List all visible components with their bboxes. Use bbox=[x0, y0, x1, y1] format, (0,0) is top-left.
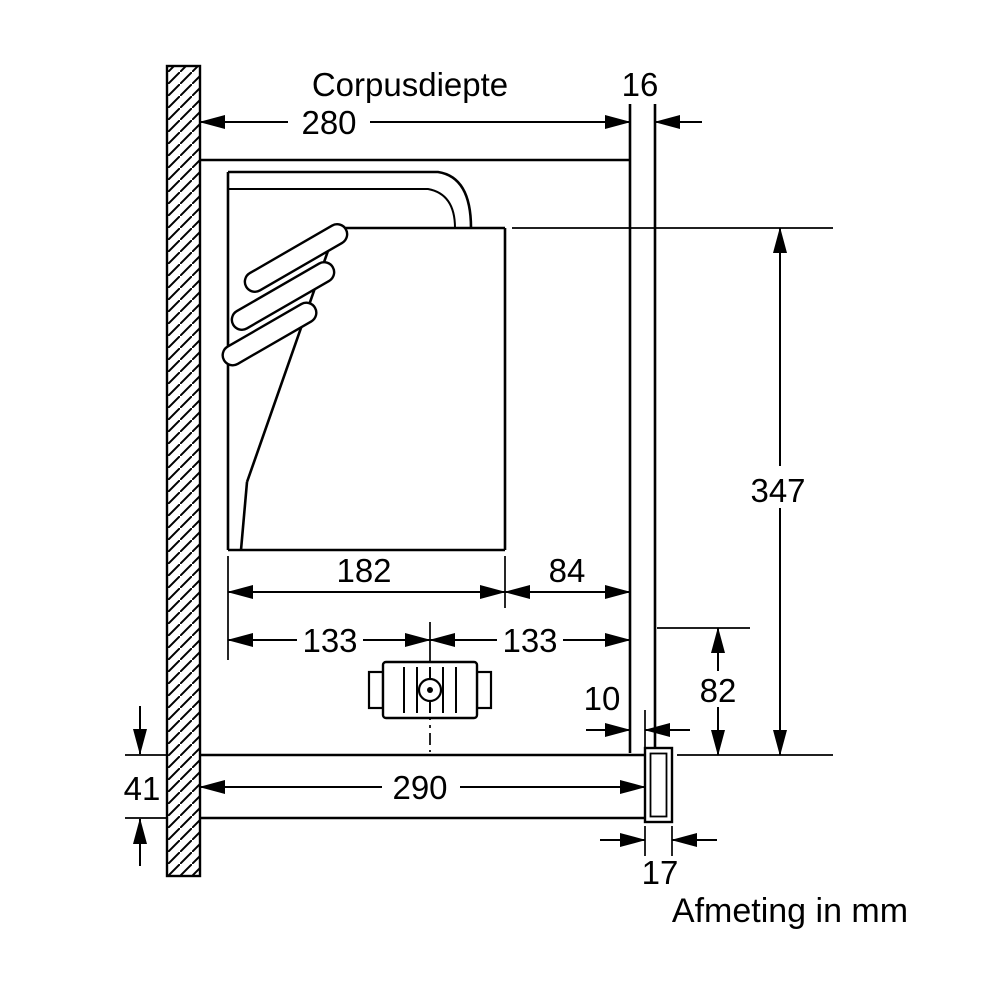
dim-347-value: 347 bbox=[750, 472, 805, 509]
visor-slat-1 bbox=[243, 223, 349, 293]
dim-17-value: 17 bbox=[642, 854, 679, 891]
visor-slats bbox=[221, 223, 349, 367]
dim-133-133: 133 133 bbox=[227, 621, 631, 659]
wall bbox=[165, 64, 202, 878]
visor-slat-3 bbox=[221, 301, 318, 367]
corpusdiepte-label: Corpusdiepte bbox=[312, 66, 508, 103]
handle-strip-inner bbox=[649, 752, 668, 818]
dim-82: 82 bbox=[657, 627, 750, 756]
dim-347-mask bbox=[742, 466, 816, 508]
duct-tab-right bbox=[475, 670, 493, 710]
dim-16-value: 16 bbox=[622, 66, 659, 103]
dim-133-right-value: 133 bbox=[502, 622, 557, 659]
duct-housing-inner bbox=[228, 188, 456, 229]
visor-slat-2 bbox=[230, 261, 336, 331]
dim-290: 290 bbox=[199, 768, 646, 806]
cabinet-outline bbox=[200, 104, 657, 753]
units-note: Afmeting in mm bbox=[672, 892, 908, 930]
dim-290-mask bbox=[382, 768, 460, 806]
dim-280-value: 280 bbox=[301, 104, 356, 141]
dim-290-value: 290 bbox=[392, 769, 447, 806]
dim-347: 347 bbox=[512, 227, 833, 756]
bottom-visor bbox=[200, 746, 674, 824]
dim-133-right-mask bbox=[497, 621, 563, 657]
duct-housing-outer bbox=[228, 170, 473, 229]
dim-182-value: 182 bbox=[336, 552, 391, 589]
dim-82-mask bbox=[693, 671, 743, 707]
dim-corpusdiepte-280: Corpusdiepte 280 bbox=[199, 66, 631, 141]
dim-10-value: 10 bbox=[584, 680, 621, 717]
wall-hatch bbox=[165, 64, 202, 878]
dim-82-value: 82 bbox=[700, 672, 737, 709]
dim-133-left-value: 133 bbox=[302, 622, 357, 659]
dim-10: 10 bbox=[584, 680, 690, 748]
dim-280-mask bbox=[288, 103, 370, 141]
dim-182-84: 182 84 bbox=[227, 552, 631, 660]
dim-41-value: 41 bbox=[124, 770, 161, 807]
dim-16: 16 bbox=[622, 66, 702, 129]
duct-tab-left bbox=[367, 670, 385, 710]
dim-84-value: 84 bbox=[549, 552, 586, 589]
hood-front-lower bbox=[239, 481, 249, 551]
hood-body bbox=[226, 170, 507, 552]
dim-41: 41 bbox=[124, 706, 166, 866]
duct-valve-dot bbox=[427, 687, 433, 693]
duct-connector bbox=[367, 622, 493, 752]
dim-133-left-mask bbox=[297, 621, 363, 657]
dim-17: 17 bbox=[600, 826, 717, 891]
